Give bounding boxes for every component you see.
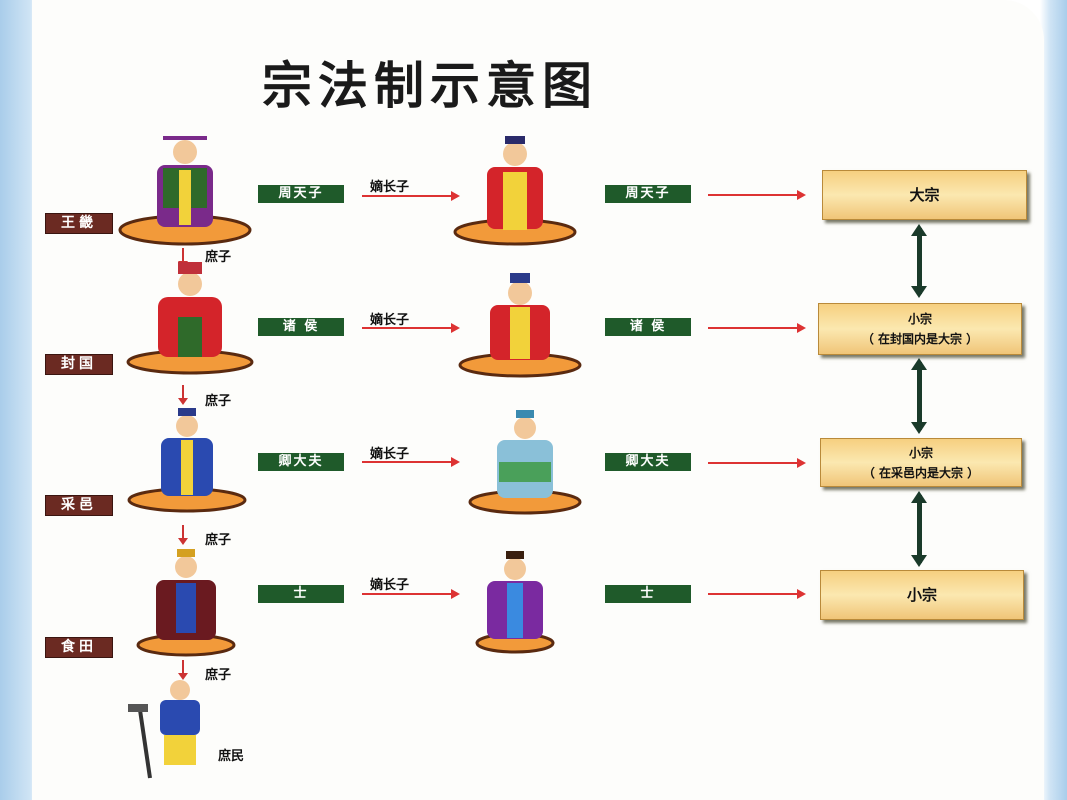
arrow-right: [362, 457, 460, 467]
page-title: 宗法制示意图: [262, 56, 598, 115]
figure-heir-shi: [475, 551, 555, 654]
figure-commoner: [128, 680, 200, 779]
rank-label-left-qingdafu: 卿大夫: [258, 453, 344, 471]
figure-heir-zhuhou: [458, 273, 582, 378]
lineage-note: （ 在采邑内是大宗 ）: [862, 465, 980, 480]
figure-shi: [136, 549, 236, 657]
eldest-son-label: 嫡长子: [370, 447, 410, 462]
younger-son-label: 庶子: [205, 533, 232, 548]
rank-label-right-tianzi: 周天子: [605, 185, 691, 203]
rank-label-right-qingdafu: 卿大夫: [605, 453, 691, 471]
rank-label-left-tianzi: 周天子: [258, 185, 344, 203]
lineage-box-xiaozong-caiyi: 小宗 （ 在采邑内是大宗 ）: [820, 438, 1022, 487]
arrow-right: [708, 458, 806, 468]
double-arrow: [911, 224, 927, 298]
lineage-main: 小宗: [907, 312, 932, 326]
lineage-note: （ 在封国内是大宗 ）: [861, 332, 979, 346]
double-arrow: [911, 358, 927, 434]
lineage-main: 小宗: [908, 445, 933, 460]
figure-heir-tianzi: [453, 136, 577, 246]
arrow-right: [708, 589, 806, 599]
lineage-box-xiaozong: 小宗: [820, 570, 1024, 620]
figure-qingdafu: [127, 408, 247, 513]
younger-son-label: 庶子: [205, 250, 232, 265]
commoner-label: 庶民: [218, 749, 245, 764]
arrow-right: [362, 589, 460, 599]
place-label-wangji: 王畿: [45, 213, 113, 234]
lineage-main: 小宗: [906, 586, 937, 604]
rank-label-right-zhuhou: 诸 侯: [605, 318, 691, 336]
slide-panel: [32, 0, 1044, 800]
arrow-right: [708, 323, 806, 333]
rank-label-right-shi: 士: [605, 585, 691, 603]
rank-label-left-shi: 士: [258, 585, 344, 603]
place-label-caiyi: 采邑: [45, 495, 113, 516]
arrow-down: [178, 525, 188, 545]
place-label-shitian: 食田: [45, 637, 113, 658]
place-label-fengguo: 封国: [45, 354, 113, 375]
rank-label-left-zhuhou: 诸 侯: [258, 318, 344, 336]
double-arrow: [911, 491, 927, 567]
eldest-son-label: 嫡长子: [370, 313, 410, 328]
figure-heir-qingdafu: [468, 410, 582, 515]
eldest-son-label: 嫡长子: [370, 180, 410, 195]
eldest-son-label: 嫡长子: [370, 578, 410, 593]
younger-son-label: 庶子: [205, 668, 232, 683]
figure-tianzi: [118, 136, 252, 246]
arrow-right: [362, 191, 460, 201]
arrow-down: [178, 660, 188, 680]
younger-son-label: 庶子: [205, 394, 232, 409]
arrow-right: [362, 323, 460, 333]
arrow-right: [708, 190, 806, 200]
lineage-box-dazong: 大宗: [822, 170, 1027, 220]
figure-zhuhou: [126, 262, 254, 375]
lineage-box-xiaozong-fengguo: 小宗 （ 在封国内是大宗 ）: [818, 303, 1022, 355]
lineage-main: 大宗: [909, 186, 940, 204]
arrow-down: [178, 385, 188, 405]
